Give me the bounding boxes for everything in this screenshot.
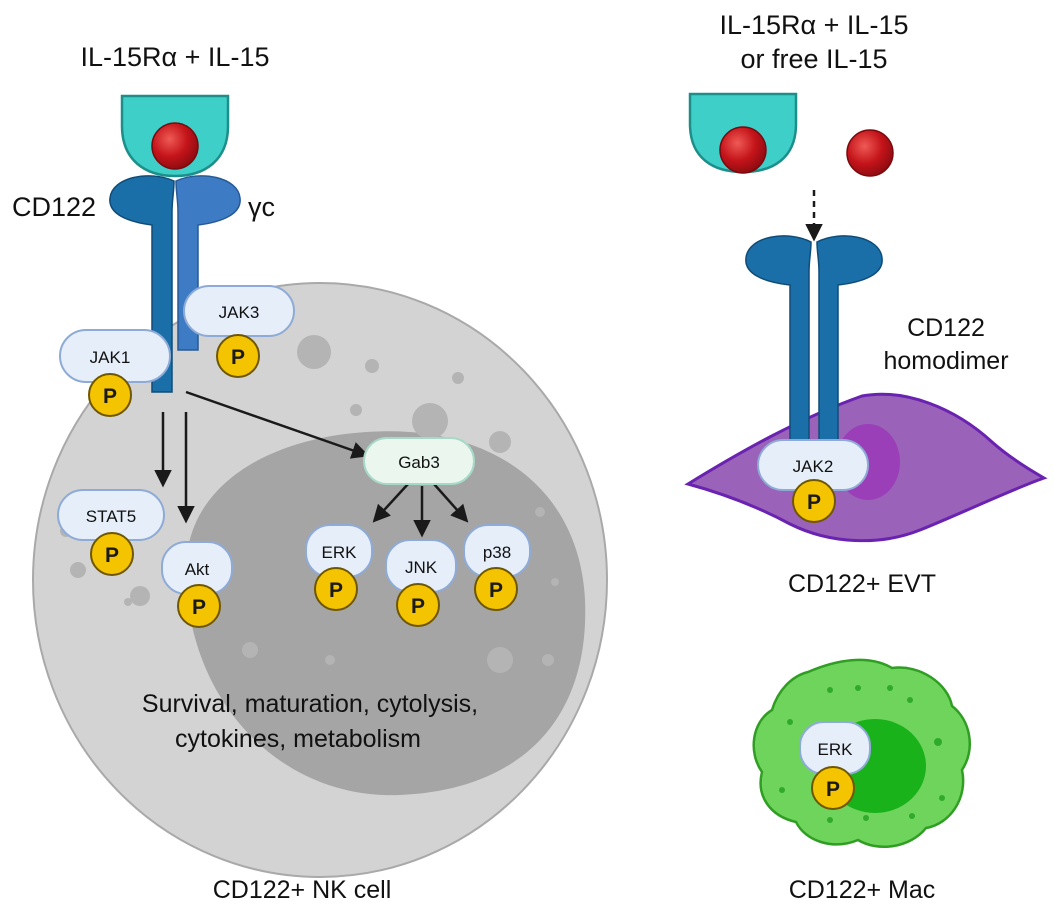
akt-node: Akt P (161, 541, 233, 628)
nk-outcome-line1: Survival, maturation, cytolysis, (142, 690, 478, 718)
phosphate-label: P (231, 346, 245, 369)
cd122-homodimer-line1: CD122 (907, 314, 985, 342)
phosphate-label: P (103, 385, 117, 408)
phosphate-label: P (192, 596, 206, 619)
erk-node: ERK P (305, 524, 373, 611)
nk-nucleus (186, 431, 586, 796)
phosphate-label: P (329, 579, 343, 602)
stat5-node: STAT5 P (57, 489, 165, 576)
cd122-homodimer-line2: homodimer (883, 347, 1008, 375)
phosphate-akt: P (177, 584, 221, 628)
jak2-kinase: JAK2 P (757, 439, 869, 523)
evt-ligand-line1: IL-15Rα + IL-15 (720, 10, 909, 40)
phosphate-mac-erk: P (811, 766, 855, 810)
arrow-to-erk (372, 483, 409, 523)
phosphate-label: P (411, 595, 425, 618)
jak3-label: JAK3 (219, 303, 260, 322)
p38-node: p38 P (463, 524, 531, 611)
phosphate-label: P (489, 579, 503, 602)
p38-label: p38 (483, 543, 511, 562)
jak2-label: JAK2 (793, 457, 834, 476)
gamma-chain-label: γc (248, 192, 275, 222)
phosphate-jak1: P (88, 373, 132, 417)
cd122-chain (816, 235, 883, 453)
nk-signal-arrows (154, 390, 469, 538)
jak1-label: JAK1 (90, 348, 131, 367)
akt-label: Akt (185, 560, 210, 579)
phosphate-p38: P (474, 567, 518, 611)
il15-cytokine (151, 122, 199, 170)
evt-ligand-line2: or free IL-15 (740, 44, 887, 74)
nk-ligand-label: IL-15Rα + IL-15 (81, 42, 270, 72)
arrow-to-p38 (433, 483, 469, 523)
cd122-label: CD122 (12, 192, 96, 222)
free-il15-cytokine (846, 129, 894, 177)
nk-cell-label: CD122+ NK cell (213, 876, 392, 904)
mac-erk-label: ERK (818, 740, 854, 759)
jnk-node: JNK P (385, 539, 457, 627)
il15-cytokine (719, 126, 767, 174)
evt-receptor (745, 235, 883, 453)
nk-il15ra-il15-complex (120, 94, 230, 178)
phosphate-jnk: P (396, 583, 440, 627)
phosphate-label: P (807, 491, 821, 514)
jak1-kinase: JAK1 P (59, 329, 171, 417)
gab3-node: Gab3 (363, 437, 475, 485)
cd122-chain (745, 235, 812, 453)
evt-il15ra-il15-complex (688, 92, 798, 174)
evt-cell-label: CD122+ EVT (788, 570, 936, 598)
phosphate-jak3: P (216, 334, 260, 378)
stat5-label: STAT5 (86, 507, 136, 526)
jak3-kinase: JAK3 P (183, 285, 295, 378)
nk-outcome-line2: cytokines, metabolism (175, 725, 421, 753)
mac-granules (779, 685, 945, 823)
phosphate-label: P (826, 778, 840, 801)
phosphate-stat5: P (90, 532, 134, 576)
phosphate-jak2: P (792, 479, 836, 523)
gab3-label: Gab3 (398, 453, 440, 472)
mac-cell-label: CD122+ Mac (789, 876, 936, 904)
jnk-label: JNK (405, 558, 438, 577)
mac-erk-node: ERK P (799, 721, 871, 810)
phosphate-label: P (105, 544, 119, 567)
erk-label: ERK (322, 543, 358, 562)
arrow-to-gab3 (185, 390, 370, 459)
phosphate-erk: P (314, 567, 358, 611)
